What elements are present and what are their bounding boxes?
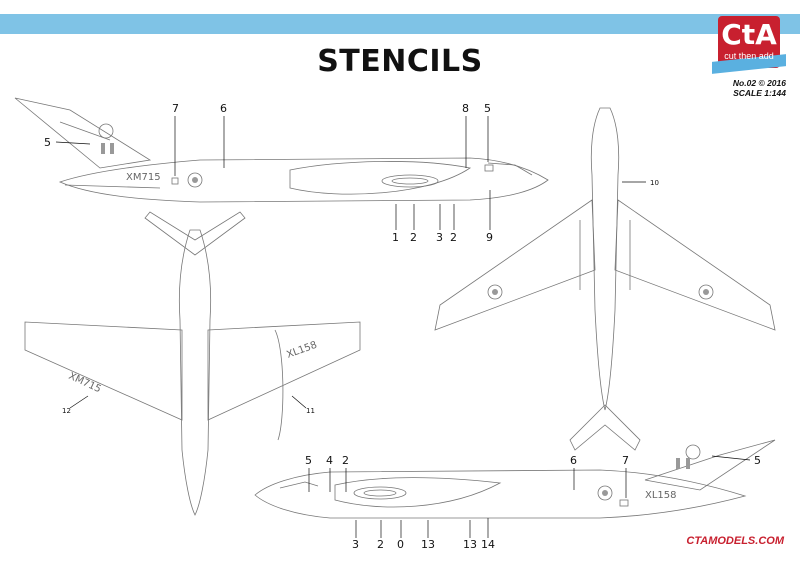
issue-number: No.02 <box>732 78 757 88</box>
callout-3: 3 <box>352 538 359 551</box>
callout-6: 6 <box>570 454 577 467</box>
callout-13: 13 <box>463 538 477 551</box>
callout-7: 7 <box>172 102 179 115</box>
callout-5: 5 <box>754 454 761 467</box>
logo-tagline: cut then add <box>724 51 774 61</box>
roundel-icon <box>597 485 613 501</box>
callout-12: 12 <box>62 407 71 415</box>
serial-plan-left-wing: XM715 <box>67 371 103 396</box>
serial-bottom-side: XL158 <box>645 490 677 501</box>
roundel-icon <box>187 172 203 188</box>
callout-7: 7 <box>622 454 629 467</box>
plan-view-right: 10 <box>434 107 776 451</box>
callout-3: 3 <box>436 231 443 244</box>
callout-14: 14 <box>481 538 495 551</box>
logo-badge <box>718 16 780 68</box>
side-view-bottom: XL158 5 4 2 6 7 5 3 2 0 13 13 14 <box>254 439 776 551</box>
roundel-icon <box>685 444 701 460</box>
callout-0: 0 <box>397 538 404 551</box>
scale-label: SCALE 1:144 <box>733 88 786 98</box>
callout-11: 11 <box>306 407 315 415</box>
callout-2: 2 <box>450 231 457 244</box>
roundel-icon <box>487 284 503 300</box>
page-title: STENCILS <box>317 44 483 79</box>
callout-10: 10 <box>650 179 659 187</box>
callout-13: 13 <box>421 538 435 551</box>
callout-2: 2 <box>342 454 349 467</box>
website-link: CTAMODELS.COM <box>686 535 784 547</box>
callout-2: 2 <box>377 538 384 551</box>
header-bar <box>0 14 800 34</box>
callout-4: 4 <box>326 454 333 467</box>
callout-9: 9 <box>486 231 493 244</box>
callout-6: 6 <box>220 102 227 115</box>
callout-8: 8 <box>462 102 469 115</box>
cta-logo: CtA cut then add <box>718 16 780 68</box>
copyright-year: © 2016 <box>758 78 786 88</box>
serial-plan-right-wing: XL158 <box>285 340 318 361</box>
callout-1: 1 <box>392 231 399 244</box>
roundel-icon <box>98 123 114 139</box>
callout-5: 5 <box>484 102 491 115</box>
sheet-info: No.02 © 2016 SCALE 1:144 <box>666 78 786 98</box>
serial-top-side: XM715 <box>126 172 161 183</box>
callout-5: 5 <box>305 454 312 467</box>
callout-5: 5 <box>44 136 51 149</box>
logo-mark: CtA <box>721 18 777 51</box>
side-view-top: XM715 5 7 6 8 5 1 2 3 2 9 <box>14 97 549 244</box>
roundel-icon <box>698 284 714 300</box>
callout-2: 2 <box>410 231 417 244</box>
plan-view-left: XM715 XL158 12 11 <box>24 211 361 516</box>
